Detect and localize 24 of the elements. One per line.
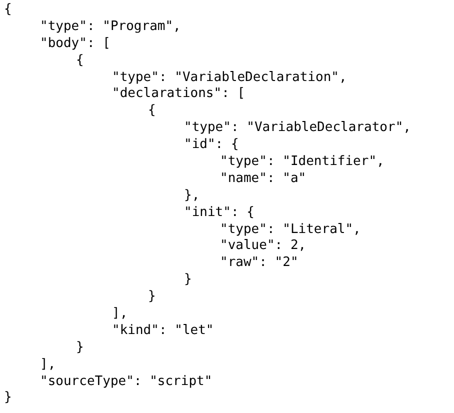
code-line: }, <box>184 188 200 205</box>
code-line: } <box>4 390 12 408</box>
code-line: { <box>148 103 156 120</box>
code-line: ], <box>112 306 128 323</box>
code-line: "init": { <box>184 204 254 222</box>
code-line: "value": 2, <box>220 238 306 256</box>
code-line: "kind": "let" <box>112 322 214 340</box>
code-line: "sourceType": "script" <box>40 374 212 390</box>
code-line: "type": "Identifier", <box>220 154 384 171</box>
code-line: "type": "VariableDeclaration", <box>112 70 347 86</box>
code-line: } <box>76 340 84 357</box>
code-line: ], <box>40 356 56 374</box>
code-line: "raw": "2" <box>220 255 298 272</box>
code-line: "declarations": [ <box>112 86 246 104</box>
code-line: { <box>4 2 12 19</box>
code-line: "type": "VariableDeclarator", <box>184 120 411 138</box>
code-line: "id": { <box>184 137 239 154</box>
code-line: "name": "a" <box>220 170 306 188</box>
code-line: } <box>148 289 156 306</box>
code-line: "body": [ <box>40 36 110 53</box>
code-line: "type": "Literal", <box>220 222 361 238</box>
code-line: { <box>76 52 84 70</box>
code-line: } <box>184 272 192 290</box>
code-line: "type": "Program", <box>40 18 181 36</box>
